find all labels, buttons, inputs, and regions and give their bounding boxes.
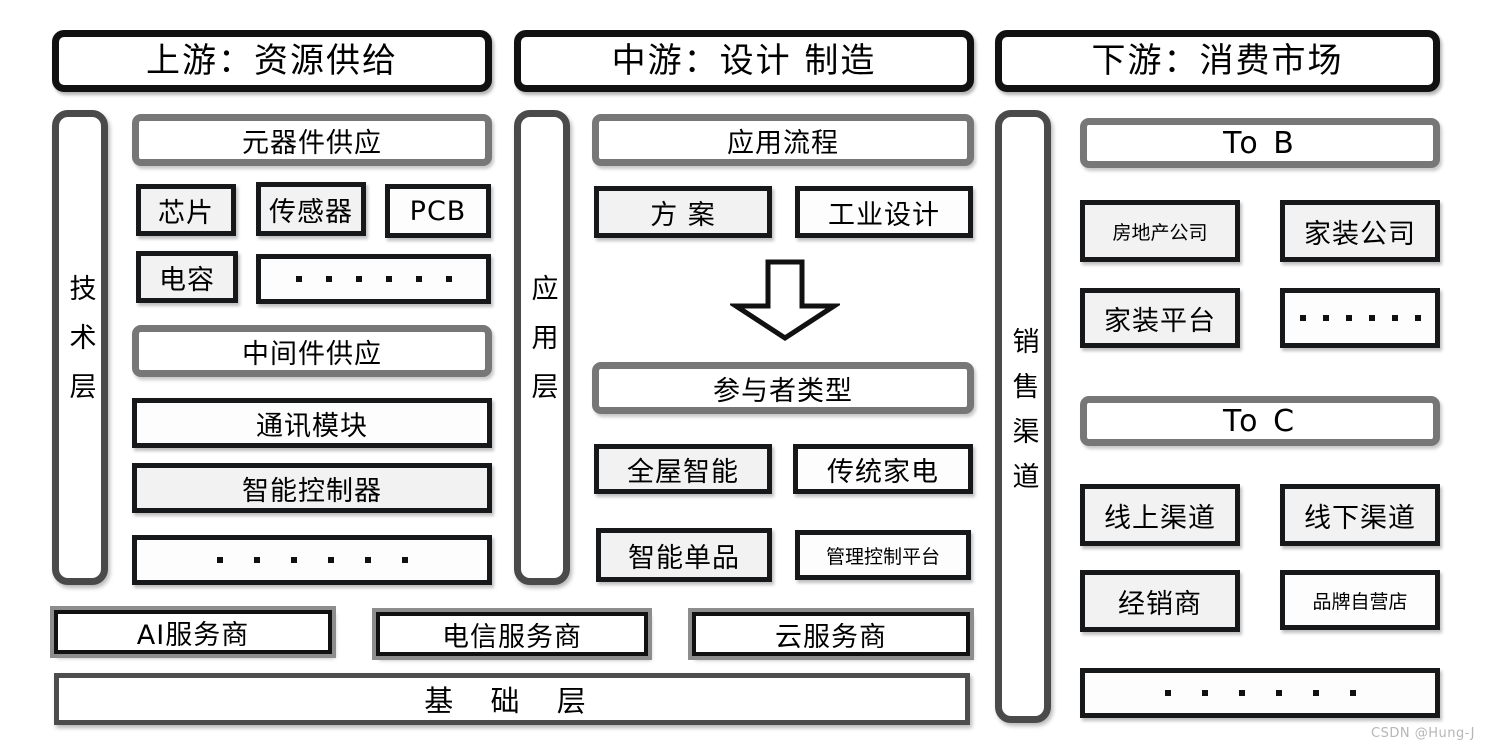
toc-dealer[interactable]: 经销商 (1080, 570, 1240, 632)
component-more[interactable] (256, 254, 491, 304)
toc-header: To C (1080, 396, 1440, 446)
component-sensor[interactable]: 传感器 (256, 182, 366, 236)
participant-smart-single-product[interactable]: 智能单品 (596, 528, 772, 582)
column-title-midstream-label: 中游：设计 制造 (611, 41, 877, 81)
tob-header: To B (1080, 118, 1440, 168)
participant-traditional-appliance[interactable]: 传统家电 (793, 444, 973, 494)
toc-more[interactable] (1080, 668, 1440, 718)
participant-management-platform-label: 管理控制平台 (825, 545, 940, 568)
rail-technology-layer-label: 技术层 (64, 274, 96, 421)
tob-real-estate-company-label: 房地产公司 (1112, 221, 1208, 244)
down-arrow-icon (727, 258, 843, 342)
tob-more-dots (1285, 315, 1435, 321)
rail-application-layer: 应用层 (514, 110, 570, 585)
component-pcb-label: PCB (409, 195, 467, 227)
middleware-supply-header: 中间件供应 (132, 325, 492, 377)
column-title-upstream: 上游：资源供给 (52, 30, 492, 92)
tob-home-decor-company-label: 家装公司 (1304, 218, 1416, 250)
middleware-more[interactable] (132, 535, 492, 585)
flow-plan-label: 方 案 (650, 199, 716, 231)
toc-brand-store-label: 品牌自营店 (1312, 590, 1408, 613)
participant-whole-house-smart-label: 全屋智能 (627, 456, 739, 488)
rail-sales-channel: 销售渠道 (995, 110, 1051, 723)
tob-home-decor-company[interactable]: 家装公司 (1280, 200, 1440, 262)
participant-management-platform[interactable]: 管理控制平台 (795, 530, 971, 580)
component-supply-header-label: 元器件供应 (242, 127, 382, 159)
middleware-more-dots (137, 557, 487, 563)
column-title-downstream-label: 下游：消费市场 (1091, 41, 1344, 81)
toc-more-dots (1085, 690, 1435, 696)
participant-traditional-appliance-label: 传统家电 (827, 456, 939, 488)
tob-home-decor-platform[interactable]: 家装平台 (1080, 288, 1240, 348)
participant-type-header-label: 参与者类型 (713, 375, 853, 407)
toc-brand-store[interactable]: 品牌自营店 (1280, 570, 1440, 630)
application-flow-header: 应用流程 (592, 114, 974, 166)
middleware-comm-module[interactable]: 通讯模块 (132, 398, 492, 448)
middleware-smart-controller-label: 智能控制器 (242, 475, 382, 507)
base-layer-label: 基 础 层 (424, 684, 600, 718)
toc-dealer-label: 经销商 (1118, 588, 1202, 620)
participant-type-header: 参与者类型 (592, 362, 974, 414)
tob-more[interactable] (1280, 288, 1440, 348)
participant-whole-house-smart[interactable]: 全屋智能 (594, 444, 772, 494)
watermark: CSDN @Hung-J (1371, 726, 1475, 741)
service-ai-provider-label: AI服务商 (136, 619, 250, 651)
component-pcb[interactable]: PCB (385, 184, 491, 238)
column-title-midstream: 中游：设计 制造 (514, 30, 974, 92)
toc-header-label: To C (1222, 403, 1298, 439)
participant-smart-single-product-label: 智能单品 (628, 542, 740, 574)
component-more-dots (261, 276, 486, 282)
application-flow-header-label: 应用流程 (727, 127, 839, 159)
component-chip-label: 芯片 (158, 197, 214, 229)
component-capacitor-label: 电容 (159, 264, 215, 296)
column-title-upstream-label: 上游：资源供给 (146, 41, 398, 81)
middleware-smart-controller[interactable]: 智能控制器 (132, 463, 492, 513)
toc-online-channel[interactable]: 线上渠道 (1080, 484, 1240, 546)
middleware-supply-header-label: 中间件供应 (242, 338, 382, 370)
tob-home-decor-platform-label: 家装平台 (1104, 305, 1216, 337)
tob-real-estate-company[interactable]: 房地产公司 (1080, 200, 1240, 262)
component-chip[interactable]: 芯片 (136, 184, 236, 236)
rail-application-layer-label: 应用层 (526, 274, 558, 421)
column-title-downstream: 下游：消费市场 (995, 30, 1440, 92)
flow-plan[interactable]: 方 案 (594, 186, 772, 238)
toc-offline-channel-label: 线下渠道 (1304, 502, 1416, 534)
component-supply-header: 元器件供应 (132, 114, 492, 166)
service-cloud-provider[interactable]: 云服务商 (692, 612, 970, 656)
base-layer: 基 础 层 (54, 673, 970, 725)
service-ai-provider[interactable]: AI服务商 (54, 610, 332, 654)
flow-industrial-design-label: 工业设计 (828, 199, 940, 231)
tob-header-label: To B (1223, 125, 1297, 161)
component-capacitor[interactable]: 电容 (136, 251, 238, 303)
middleware-comm-module-label: 通讯模块 (256, 410, 368, 442)
toc-offline-channel[interactable]: 线下渠道 (1280, 484, 1440, 546)
component-sensor-label: 传感器 (269, 196, 353, 228)
service-telecom-provider[interactable]: 电信服务商 (376, 612, 648, 656)
rail-sales-channel-label: 销售渠道 (1007, 326, 1039, 507)
flow-industrial-design[interactable]: 工业设计 (795, 186, 973, 238)
service-telecom-provider-label: 电信服务商 (442, 621, 582, 653)
service-cloud-provider-label: 云服务商 (775, 621, 887, 653)
toc-online-channel-label: 线上渠道 (1104, 502, 1216, 534)
rail-technology-layer: 技术层 (52, 110, 108, 585)
